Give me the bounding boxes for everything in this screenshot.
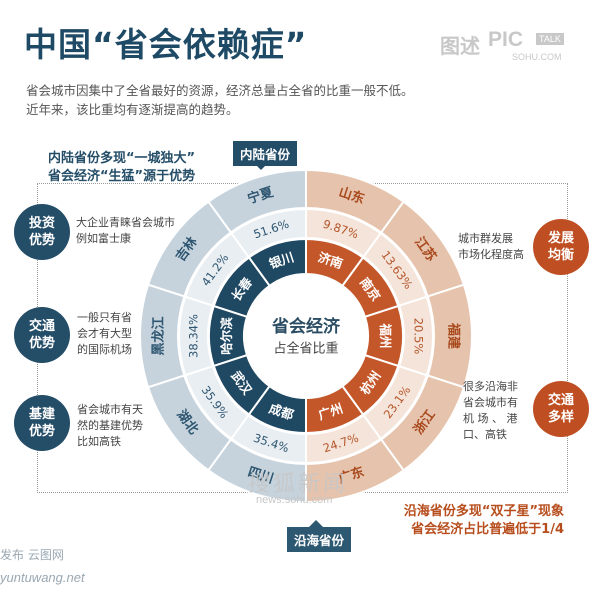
coastal-capital-slice [305, 384, 365, 435]
transport-advantage-text: 一般只有省 会才有大型 的国际机场 [77, 310, 132, 358]
reason-line: 机 场 、 港 [463, 412, 518, 425]
intro-line-1: 省会城市因集中了全省最好的资源，经济总量占全省的比重一般不低。 [26, 83, 414, 98]
badge-text: 多样 [547, 410, 574, 425]
coastal-capital-label: 济南 [316, 249, 345, 271]
logo-sohu-text: SOHU.COM [512, 52, 562, 62]
badge-text: 优势 [28, 336, 55, 351]
badge-text: 优势 [28, 424, 55, 439]
reason-line: 例如富士康 [76, 232, 131, 245]
inland-capital-label: 成都 [267, 401, 296, 423]
inland-headline-2: 省会经济“生猛”源于优势 [48, 169, 196, 184]
reason-line: 很多沿海非 [463, 380, 518, 393]
investment-advantage-text: 大企业青睐省会城市 例如富士康 [76, 215, 175, 247]
inland-capital-label: 银川 [267, 249, 295, 271]
infrastructure-advantage-text: 省会城市有天 然的基建优势 比如高铁 [77, 402, 143, 450]
reason-line: 口、高铁 [463, 428, 507, 441]
badge-text: 基建 [28, 407, 55, 422]
coastal-capital-label: 广州 [316, 401, 344, 423]
reason-line: 大企业青睐省会城市 [76, 216, 175, 229]
intro-line-2: 近年来，该比重均有逐渐提高的趋势。 [26, 102, 239, 117]
reason-line: 城市群发展 [458, 232, 513, 245]
inland-tag-pointer [254, 163, 268, 170]
inland-capital-slice [247, 384, 307, 435]
inland-capital-slice [212, 353, 271, 416]
reason-line: 然的基建优势 [77, 419, 143, 432]
badge-text: 发展 [547, 231, 574, 246]
center-left-half [248, 278, 306, 394]
reason-line: 市场化程度高 [458, 248, 524, 261]
coastal-headline-1: 沿海省份多现“双子星”现象 [403, 504, 564, 519]
pictalk-logo: 图述 PIC TALK SOHU.COM [440, 28, 580, 62]
sohu-url-watermark: news.sohu.com [256, 494, 333, 506]
coastal-province-label: 广东 [336, 464, 366, 487]
coastal-tag-pointer [309, 520, 323, 527]
coastal-province-label: 山东 [337, 184, 367, 207]
diverse-transport-badge: 交通多样 [533, 381, 589, 437]
coastal-province-label: 福建 [446, 322, 462, 349]
coastal-share-label: 20.5% [412, 318, 426, 355]
inland-province-label: 黑龙江 [151, 316, 167, 355]
infrastructure-advantage-badge: 基建优势 [14, 395, 70, 451]
coastal-headline-2: 省会经济占比普遍低于1/4 [411, 522, 564, 537]
center-right-half [306, 278, 364, 394]
badge-text: 投资 [28, 216, 55, 231]
logo-cn-text: 图述 [440, 34, 480, 58]
reason-line: 比如高铁 [77, 435, 121, 448]
logo-talk-text: TALK [536, 33, 564, 45]
balanced-development-badge: 发展均衡 [533, 219, 589, 275]
sohu-news-watermark: 搜狐新闻 [248, 472, 349, 497]
yuntu-url-watermark: yuntuwang.net [0, 570, 85, 585]
inland-tag: 内陆省份 [233, 141, 298, 166]
inland-headline-1: 内陆省份多现“一城独大” [48, 151, 196, 166]
inland-capital-slice [208, 304, 249, 368]
balanced-development-text: 城市群发展 市场化程度高 [458, 231, 524, 263]
inland-capital-label: 哈尔滨 [219, 317, 234, 355]
badge-text: 优势 [28, 233, 55, 248]
logo-pic-text: PIC [488, 28, 524, 51]
inland-share-label: 38.34% [187, 314, 201, 358]
transport-advantage-badge: 交通优势 [14, 307, 70, 363]
reason-line: 省会城市有天 [77, 403, 143, 416]
badge-text: 交通 [28, 319, 55, 334]
page-title: 中国“省会依赖症” [24, 25, 308, 64]
investment-advantage-badge: 投资优势 [14, 204, 70, 260]
diverse-transport-text: 很多沿海非 省会城市有 机 场 、 港 口、高铁 [463, 379, 518, 443]
reason-line: 的国际机场 [77, 343, 132, 356]
inland-capital-slice [212, 256, 271, 319]
center-title: 省会经济 [271, 316, 341, 337]
badge-text: 交通 [547, 393, 574, 408]
reason-line: 省会城市有 [463, 396, 518, 409]
yuntu-watermark: 发布 云图网 [0, 548, 64, 562]
reason-line: 会才有大型 [77, 327, 132, 340]
badge-text: 均衡 [547, 248, 574, 263]
inland-province-label: 宁夏 [246, 184, 277, 208]
coastal-tag: 沿海省份 [287, 527, 352, 552]
reason-line: 一般只有省 [77, 311, 132, 324]
center-subtitle: 占全省比重 [273, 341, 338, 357]
coastal-capital-label: 福州 [378, 322, 393, 348]
